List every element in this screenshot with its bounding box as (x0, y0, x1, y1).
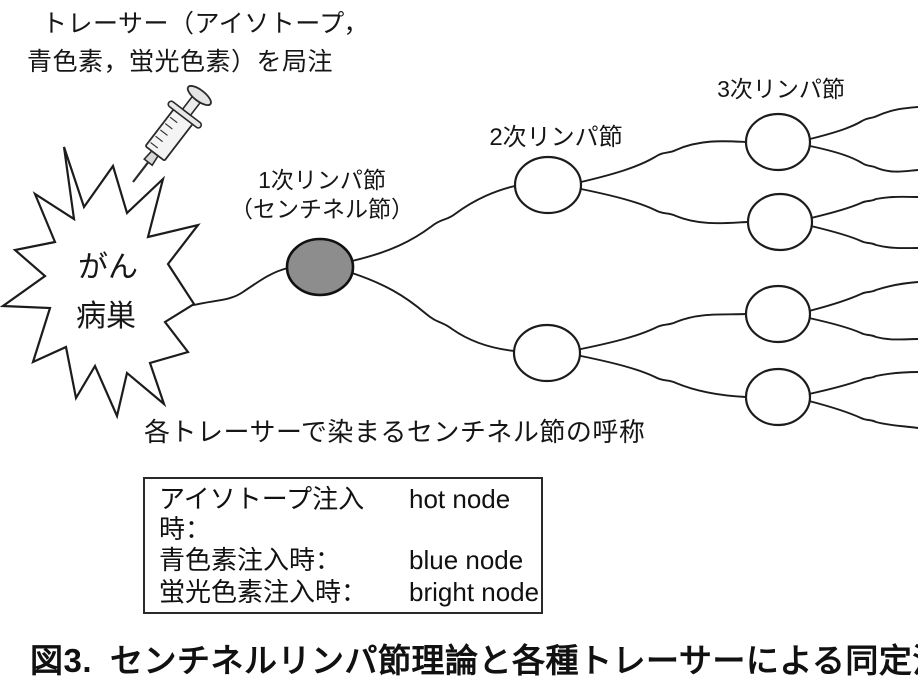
tumor-starburst (0, 146, 201, 420)
primary-node-label-line2: （センチネル節） (230, 196, 414, 222)
tertiary-node-label: 3次リンパ節 (717, 76, 845, 102)
vessel-tumor-to-sentinel (193, 267, 289, 306)
vessel-tertiary-1-out-upper (809, 106, 918, 140)
vessel-secondary-to-tertiary-1 (580, 140, 747, 183)
vessel-sentinel-to-secondary-lower (351, 272, 516, 352)
vessel-secondary-to-tertiary-3 (580, 313, 747, 350)
primary-node-label: 1次リンパ節 （センチネル節） (230, 166, 414, 224)
legend-row-fluorescent-label: 蛍光色素注入時： (159, 577, 368, 608)
legend-row-isotope-label: アイソトープ注入時： (159, 483, 365, 544)
legend-heading: 各トレーサーで染まるセンチネル節の呼称 (144, 417, 646, 447)
legend-row-fluorescent: 蛍光色素注入時： bright node (159, 577, 541, 607)
legend-row-blue-dye-label: 青色素注入時： (159, 545, 342, 576)
figure-caption: 図3. センチネルリンパ節理論と各種トレーサーによる同定法 (30, 634, 918, 682)
vessel-secondary-to-tertiary-2 (580, 188, 748, 225)
tertiary-node-3 (744, 284, 812, 344)
vessel-tertiary-3-out-lower (808, 317, 918, 341)
vessel-tertiary-4-out-upper (808, 371, 918, 395)
tracer-injection-note-line2: 青色素，蛍光色素）を局注 (27, 48, 334, 76)
lymph-vessels (193, 106, 918, 429)
tertiary-node-4 (744, 367, 812, 427)
figure-caption-title: センチネルリンパ節理論と各種トレーサーによる同定法 (110, 642, 918, 679)
legend-row-blue-dye: 青色素注入時： blue node (159, 545, 541, 575)
vessel-sentinel-to-secondary-upper (351, 185, 516, 262)
syringe-icon (132, 85, 212, 183)
secondary-node-upper (513, 155, 583, 215)
tumor-label-line2: 病巣 (76, 300, 136, 333)
vessel-tertiary-3-out-upper (808, 281, 918, 312)
secondary-node-lower (512, 323, 582, 383)
vessel-tertiary-4-out-lower (808, 400, 918, 429)
tracer-naming-legend-box: アイソトープ注入時： hot node 青色素注入時： blue node 蛍光… (143, 477, 543, 614)
legend-row-blue-dye-value: blue node (409, 545, 524, 576)
legend-row-isotope: アイソトープ注入時： hot node (159, 484, 541, 544)
vessel-tertiary-2-out-upper (810, 195, 918, 219)
lymph-nodes (512, 112, 814, 427)
legend-row-fluorescent-value: bright node (409, 577, 540, 608)
figure-caption-number: 図3. (30, 642, 93, 679)
vessel-tertiary-2-out-lower (810, 225, 918, 250)
vessel-secondary-to-tertiary-4 (580, 355, 747, 398)
sentinel-node (285, 237, 355, 297)
tertiary-node-1 (744, 112, 812, 172)
vessel-tertiary-1-out-lower (809, 145, 918, 173)
legend-row-isotope-value: hot node (409, 483, 511, 514)
secondary-node-label: 2次リンパ節 (489, 124, 623, 151)
tertiary-node-2 (746, 192, 814, 252)
tracer-injection-note-line1: トレーサー（アイソトープ， (42, 10, 370, 38)
tumor-label-line1: がん (78, 251, 138, 284)
primary-node-label-line1: 1次リンパ節 (258, 167, 386, 193)
